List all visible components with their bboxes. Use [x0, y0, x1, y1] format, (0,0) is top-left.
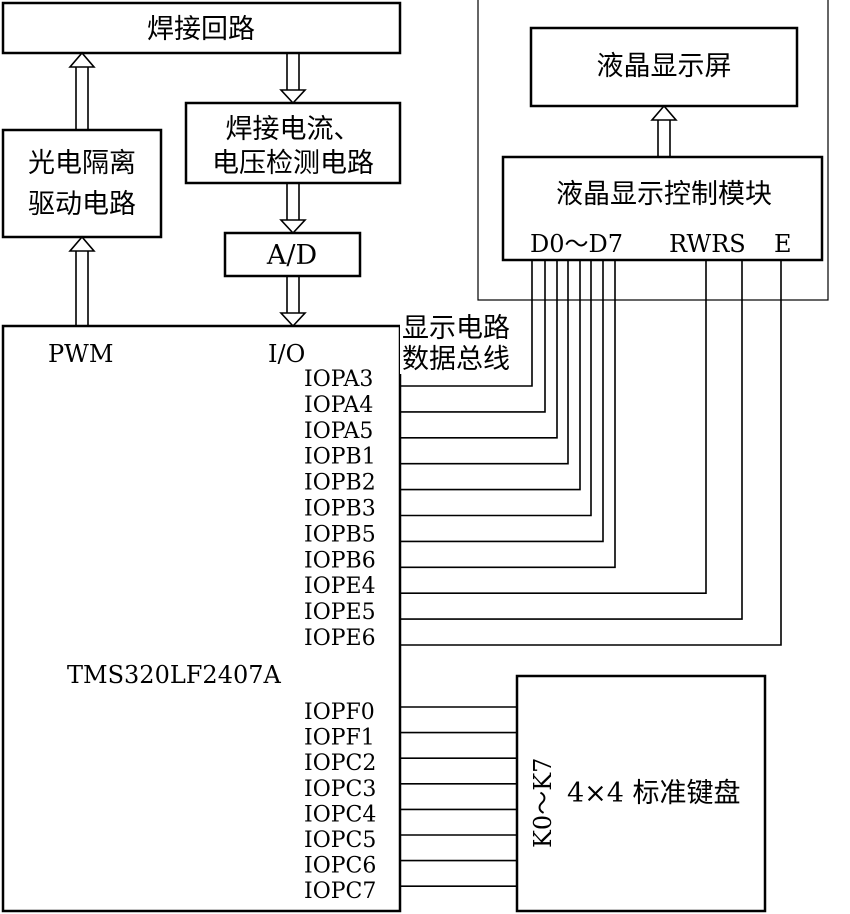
wire-iope5 [400, 260, 743, 620]
wire-iopa3 [400, 260, 533, 387]
lcd-ctrl-pins-label: RWRS [669, 230, 746, 258]
arrow-weld-to-detect [279, 53, 307, 105]
wire-iopa5 [400, 260, 558, 439]
keypad-box [515, 674, 767, 913]
lcd-screen-box [529, 26, 799, 108]
pin-iopb1: IOPB1 [304, 445, 376, 470]
lcd-control-label: 液晶显示控制模块 [556, 179, 772, 210]
pin-iopc6: IOPC6 [304, 854, 376, 879]
pin-iopc4: IOPC4 [304, 802, 376, 827]
wire-iopb2 [400, 260, 581, 491]
pin-iopc7: IOPC7 [304, 879, 376, 904]
pwm-label: PWM [48, 340, 113, 368]
weld-loop-box [1, 1, 402, 55]
lcd-e-pin-label: E [774, 230, 792, 258]
isolation-drive-box [1, 128, 163, 239]
arrow-pwm-to-isolation [68, 235, 96, 326]
arrow-ad-to-mcu [279, 276, 307, 328]
pin-iopa5: IOPA5 [304, 419, 373, 444]
lcd-section-frame [477, 0, 829, 301]
wire-iope4 [400, 260, 707, 595]
pin-iope6: IOPE6 [304, 626, 376, 651]
weld-loop-label: 焊接回路 [147, 14, 255, 45]
wire-iopb5 [400, 260, 604, 543]
detect-circuit-label-2: 电压检测电路 [212, 148, 374, 179]
isolation-drive-label-2: 驱动电路 [28, 189, 136, 220]
pin-iopa3: IOPA3 [304, 367, 373, 392]
display-pin-group: IOPA3IOPA4IOPA5IOPB1IOPB2IOPB3IOPB5IOPB6… [304, 260, 782, 651]
pin-iopc2: IOPC2 [304, 751, 376, 776]
keypad-pins-label: K0～K7 [529, 758, 557, 848]
wire-iope6 [400, 260, 782, 646]
bus-label-bg [400, 312, 528, 374]
pin-iope4: IOPE4 [304, 574, 376, 599]
pin-iopb2: IOPB2 [304, 471, 376, 496]
wire-iopa4 [400, 260, 546, 413]
pin-iopb5: IOPB5 [304, 522, 376, 547]
pin-iopc3: IOPC3 [304, 777, 376, 802]
pin-iope5: IOPE5 [304, 600, 376, 625]
lcd-data-pins-label: D0～D7 [530, 230, 623, 258]
detect-circuit-label-1: 焊接电流、 [226, 114, 361, 145]
wire-iopb1 [400, 260, 569, 465]
pin-iopf0: IOPF0 [304, 700, 375, 725]
pin-iopf1: IOPF1 [304, 726, 375, 751]
wire-iopb6 [400, 260, 616, 569]
pin-iopb3: IOPB3 [304, 497, 376, 522]
arrow-isolation-to-weld [68, 51, 96, 130]
lcd-control-box [501, 155, 824, 262]
ad-converter-label: A/D [266, 240, 317, 271]
mcu-name-label: TMS320LF2407A [67, 661, 282, 689]
mcu-box [1, 324, 402, 913]
wire-iopb3 [400, 260, 592, 517]
pin-iopb6: IOPB6 [304, 548, 376, 573]
bus-label-2: 数据总线 [402, 344, 510, 375]
bus-label-1: 显示电路 [402, 313, 510, 344]
keypad-label: 4×4 标准键盘 [567, 778, 741, 809]
pin-iopa4: IOPA4 [304, 393, 373, 418]
detect-circuit-box [184, 101, 402, 185]
isolation-drive-label-1: 光电隔离 [28, 148, 136, 179]
arrow-detect-to-ad [279, 183, 307, 235]
arrow-ctrl-to-screen [650, 104, 678, 157]
lcd-screen-label: 液晶显示屏 [597, 51, 732, 82]
io-label: I/O [268, 340, 305, 368]
pin-iopc5: IOPC5 [304, 828, 376, 853]
